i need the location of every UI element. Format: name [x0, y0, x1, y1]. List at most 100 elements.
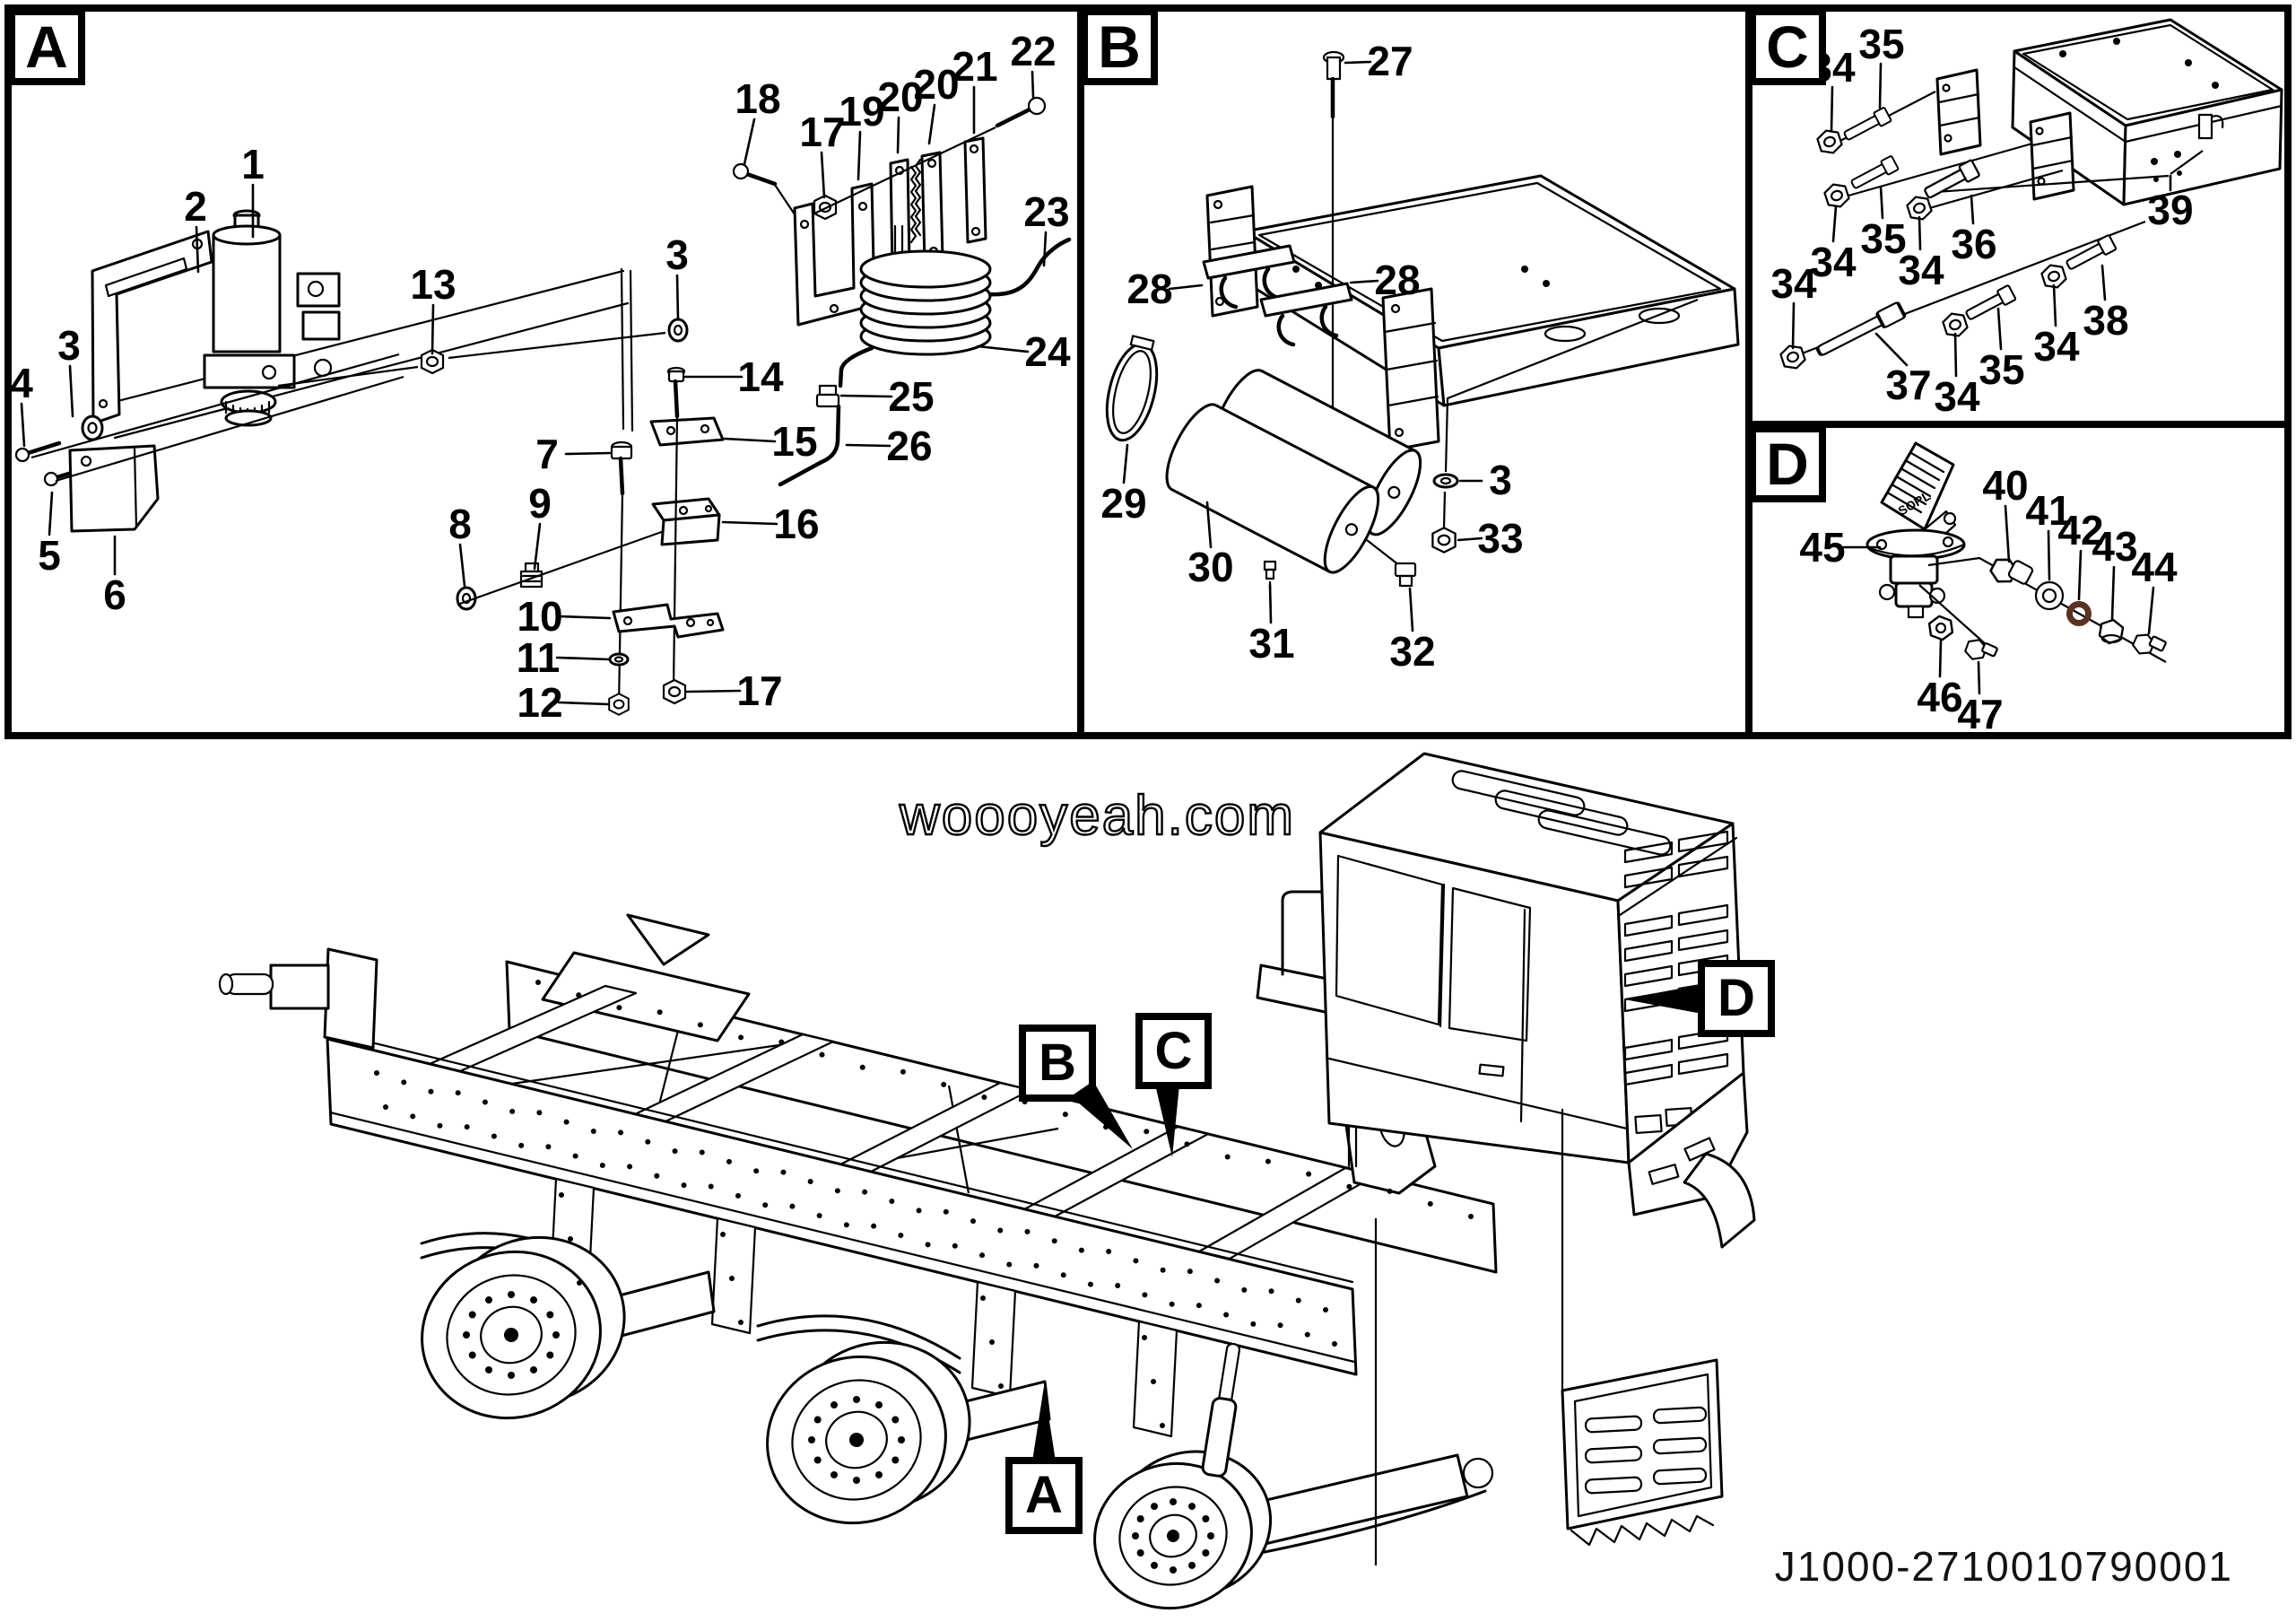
- panel-c-letter: C: [1766, 13, 1809, 80]
- callout-leader-5: [48, 491, 54, 536]
- callout-leader-11: [555, 656, 611, 661]
- callout-leader-30: [1205, 501, 1213, 549]
- callout-17: 17: [736, 667, 782, 714]
- panel-a-letter: A: [25, 13, 68, 80]
- callout-leader-40: [2004, 504, 2011, 563]
- callout-16: 16: [773, 501, 819, 547]
- callout-46: 46: [1917, 674, 1962, 720]
- callout-leader-36: [1970, 194, 1975, 225]
- callout-34: 34: [1770, 260, 1817, 307]
- callout-leader-28: [1349, 279, 1379, 284]
- callout-11: 11: [517, 634, 561, 681]
- panel-b-drawing: [1105, 50, 1740, 622]
- callout-leader-12: [557, 701, 610, 706]
- rear-drum-2: [766, 1340, 971, 1525]
- marker-tail-D: [1624, 984, 1702, 1014]
- parts-14-15-16: [649, 366, 725, 688]
- coil-pipe-assembly: [778, 224, 1072, 487]
- marker-letter-C: C: [1155, 1022, 1193, 1080]
- marker-box-A: [1005, 1457, 1083, 1534]
- callout-40: 40: [1982, 462, 2028, 509]
- callout-leader-2: [195, 225, 200, 274]
- locator-lines: [1374, 1109, 1564, 1565]
- callout-28: 28: [1126, 266, 1172, 312]
- hose-23: [987, 237, 1072, 297]
- marker-letter-D: D: [1718, 969, 1755, 1027]
- callout-leader-26: [845, 443, 891, 448]
- marker-box-D: [1698, 960, 1775, 1037]
- pipe-26: [778, 345, 874, 487]
- callout-leader-33: [1457, 536, 1483, 542]
- callout-leader-29: [1122, 443, 1129, 484]
- callout-32: 32: [1389, 628, 1435, 675]
- panel-a-drawing: [14, 96, 1072, 716]
- tank-fittings: [1263, 298, 1699, 622]
- callout-25: 25: [888, 373, 934, 420]
- panel-d-letter: D: [1766, 431, 1809, 497]
- callout-leader-34: [1791, 301, 1796, 350]
- tank-tray: [1205, 174, 1740, 452]
- callout-29: 29: [1100, 480, 1146, 527]
- callout-34: 34: [1810, 239, 1857, 285]
- callout-10: 10: [517, 593, 562, 640]
- rivet-holes: [374, 980, 1474, 1574]
- callout-20: 20: [877, 74, 923, 120]
- air-tanks-30: [1165, 369, 1422, 574]
- rear-drum-1: [421, 1235, 626, 1420]
- callout-leader-28: [1168, 283, 1204, 291]
- callout-4: 4: [10, 360, 33, 406]
- parts-17-22: [732, 96, 1047, 327]
- callout-leader-20: [927, 103, 936, 145]
- callout-43: 43: [2092, 523, 2137, 570]
- callout-leader-24: [976, 344, 1030, 353]
- o-ring-42: [2066, 601, 2092, 626]
- callout-34: 34: [1898, 247, 1944, 293]
- callout-9: 9: [528, 480, 552, 527]
- callout-42: 42: [2057, 507, 2103, 554]
- callout-leader-19: [857, 130, 862, 181]
- callout-leader-7: [564, 451, 612, 456]
- callout-6: 6: [103, 571, 126, 618]
- panel-b-letter: B: [1098, 13, 1141, 80]
- callout-leader-37: [1874, 332, 1909, 367]
- callout-leader-46: [1938, 639, 1943, 678]
- front-bumper: [1561, 1358, 1724, 1547]
- callout-20: 20: [913, 61, 959, 108]
- callout-37: 37: [1885, 362, 1931, 408]
- callout-leader-9: [533, 522, 542, 571]
- marker-tail-C: [1155, 1085, 1179, 1157]
- parts-10-11-12-17: [608, 603, 725, 716]
- callout-1: 1: [241, 141, 265, 187]
- callout-21: 21: [952, 43, 997, 90]
- callout-31: 31: [1248, 620, 1294, 667]
- callout-47: 47: [1957, 691, 2003, 737]
- callout-leader-8: [458, 543, 466, 588]
- callout-44: 44: [2131, 544, 2178, 590]
- watermark: woooyeah.com: [899, 785, 1295, 847]
- assembly-markers: A B C D: [1005, 960, 1775, 1534]
- callout-leader-17: [820, 151, 826, 199]
- panel-d-label: D: [1749, 425, 1826, 502]
- callout-leader-38: [2100, 264, 2107, 301]
- callout-leader-34: [1918, 215, 1922, 251]
- panel-c-drawing: [1778, 18, 2283, 373]
- callout-35: 35: [1979, 346, 2024, 393]
- fasteners-7-8-9: [456, 440, 683, 706]
- callout-leader-35: [1996, 307, 2003, 351]
- marker-tail-A: [1032, 1386, 1056, 1461]
- callout-2: 2: [184, 183, 207, 230]
- callout-14: 14: [737, 353, 784, 400]
- callout-leader-22: [1031, 70, 1035, 99]
- callout-27: 27: [1367, 38, 1413, 84]
- bracket-2: [91, 230, 213, 425]
- callout-30: 30: [1187, 544, 1233, 590]
- callout-3: 3: [1489, 457, 1512, 503]
- marker-letter-A: A: [1025, 1466, 1063, 1524]
- callout-leader-20: [896, 116, 900, 154]
- band-clamp-29: [1105, 335, 1159, 442]
- marker-letter-B: B: [1039, 1033, 1076, 1092]
